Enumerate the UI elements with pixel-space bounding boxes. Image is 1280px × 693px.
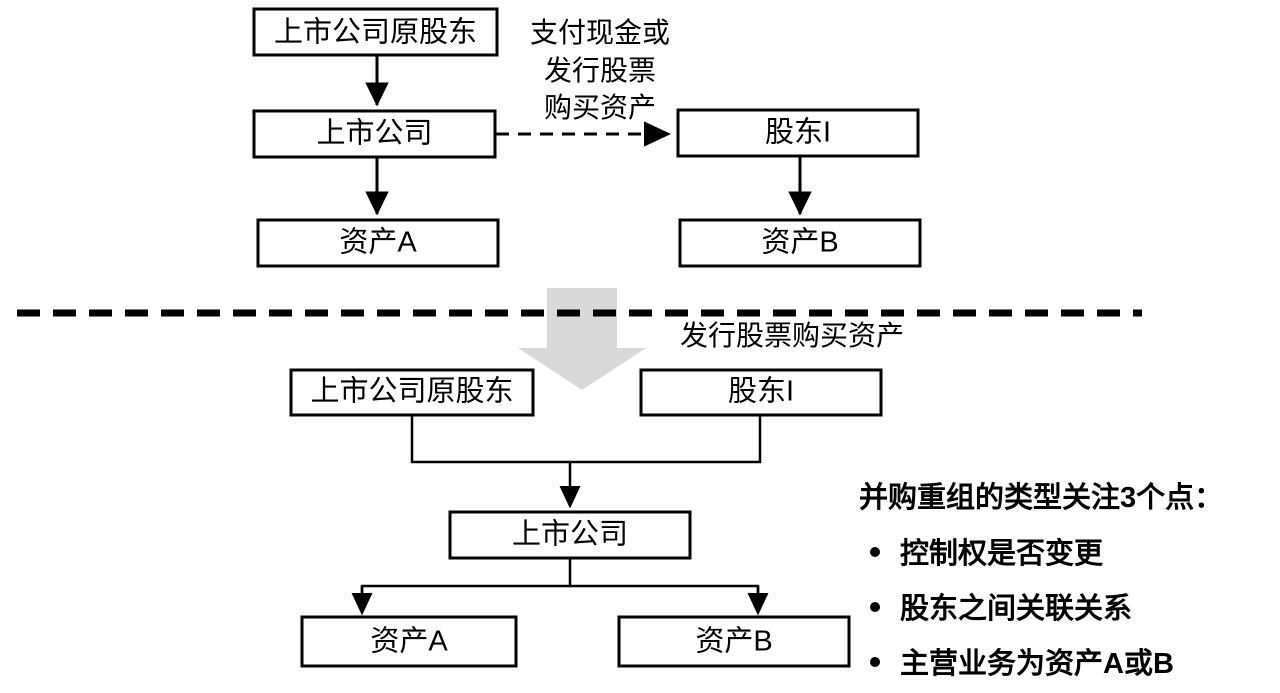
bottom-box-asset-a: 资产A xyxy=(300,615,518,668)
transition-label: 发行股票购买资产 xyxy=(680,320,904,351)
bottom-box-listed-company: 上市公司 xyxy=(448,510,692,560)
box-outline xyxy=(678,218,922,268)
flow-label-line-1: 支付现金或 xyxy=(530,17,670,48)
connector-listedcompany-to-asseta xyxy=(360,558,572,611)
bullet-dot-icon xyxy=(870,657,880,667)
box-label-asset-b: 资产B xyxy=(695,625,772,658)
box-label-listed-company: 上市公司 xyxy=(316,117,432,150)
notes-bullet-item: 控制权是否变更 xyxy=(870,536,1104,570)
connector-listedcompany-to-assetb xyxy=(570,584,760,611)
box-label-listed-company: 上市公司 xyxy=(512,518,628,551)
box-outline xyxy=(256,218,500,268)
box-label-asset-a: 资产A xyxy=(339,226,417,259)
top-box-asset-a: 资产A xyxy=(256,218,500,268)
notes-bullet-label: 股东之间关联关系 xyxy=(900,591,1132,625)
top-box-asset-b: 资产B xyxy=(678,218,922,268)
top-box-original-shareholders: 上市公司原股东 xyxy=(252,7,499,57)
box-outline xyxy=(252,109,497,159)
box-label-shareholder-i: 股东I xyxy=(765,116,831,149)
top-box-shareholder-i: 股东I xyxy=(676,108,920,158)
notes-heading: 并购重组的类型关注3个点： xyxy=(859,480,1223,514)
box-outline xyxy=(676,108,920,158)
top-flow-label: 支付现金或 发行股票 购买资产 xyxy=(530,17,670,123)
notes-bullet-item: 股东之间关联关系 xyxy=(870,591,1132,625)
bottom-box-shareholder-i: 股东I xyxy=(639,368,883,417)
notes-panel: 并购重组的类型关注3个点： 控制权是否变更 股东之间关联关系 主营业务为资产A或… xyxy=(859,480,1223,680)
notes-bullet-label: 主营业务为资产A或B xyxy=(900,647,1174,680)
box-label-shareholder-i: 股东I xyxy=(728,375,794,408)
box-label-original-shareholders: 上市公司原股东 xyxy=(310,375,513,408)
box-label-asset-b: 资产B xyxy=(761,226,838,259)
bottom-box-original-shareholders: 上市公司原股东 xyxy=(289,368,535,417)
box-label-asset-a: 资产A xyxy=(370,625,448,658)
bottom-box-asset-b: 资产B xyxy=(617,615,851,668)
notes-bullet-item: 主营业务为资产A或B xyxy=(870,647,1174,680)
box-outline xyxy=(448,510,692,560)
bullet-dot-icon xyxy=(870,602,880,612)
transition-down-arrow-icon xyxy=(518,288,646,390)
bullet-dot-icon xyxy=(870,547,880,557)
box-outline xyxy=(617,615,851,668)
box-label-original-shareholders: 上市公司原股东 xyxy=(274,16,477,49)
top-box-listed-company: 上市公司 xyxy=(252,109,497,159)
notes-bullet-label: 控制权是否变更 xyxy=(900,536,1104,570)
connector-shareholders-merge-bus xyxy=(410,415,762,464)
box-outline xyxy=(300,615,518,668)
flow-label-line-3: 购买资产 xyxy=(544,92,656,123)
flow-label-line-2: 发行股票 xyxy=(544,55,656,86)
